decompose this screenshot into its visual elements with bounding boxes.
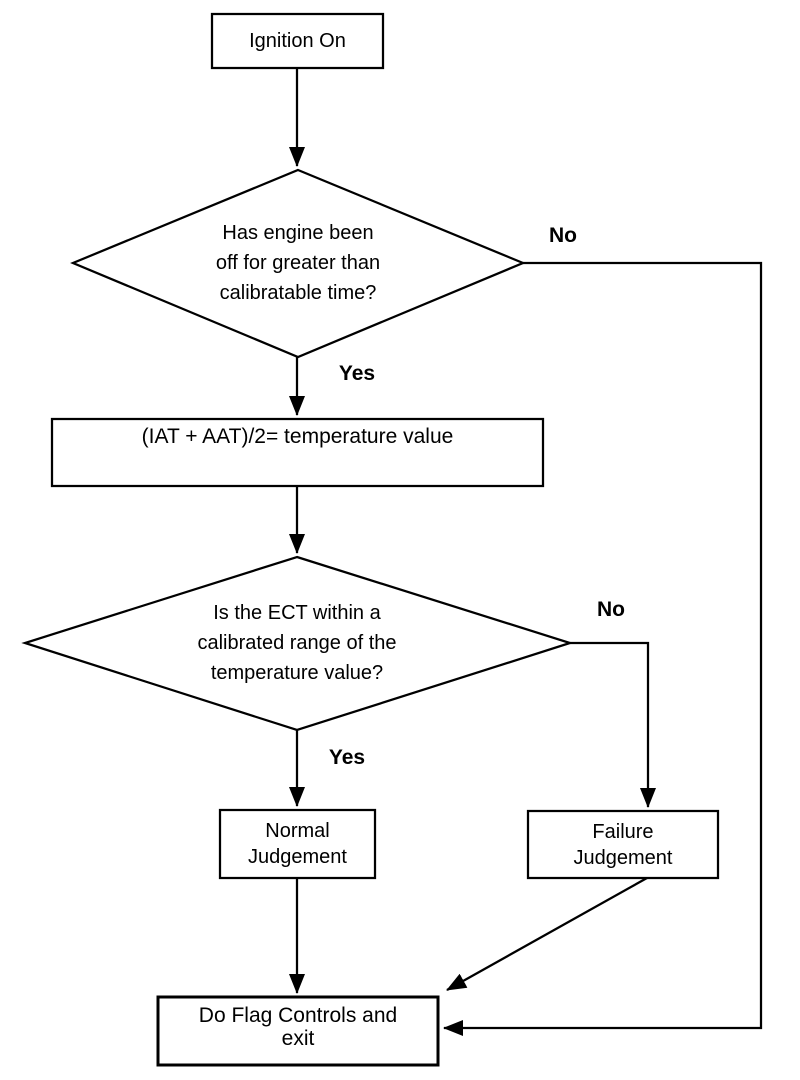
- node-label-flag-controls: Do Flag Controls and exit: [198, 1004, 398, 1050]
- node-label-temperature-formula: (IAT + AAT)/2= temperature value: [141, 425, 454, 448]
- node-label-normal-judgement: Normal Judgement: [248, 820, 347, 868]
- arrow-engine-off-no-to-flag-controls: [443, 261, 763, 1036]
- node-shape-engine-off-decision: [70, 168, 526, 359]
- node-shape-normal-judgement: [218, 808, 377, 880]
- node-shape-ignition-on: [210, 12, 385, 70]
- node-label-engine-off-decision: Has engine been off for greater than cal…: [215, 222, 381, 304]
- edge-label-ect-range-no: No: [597, 598, 625, 621]
- edge-label-engine-off-no: No: [549, 224, 577, 247]
- arrow-ect-no-to-failure-judgement: [570, 641, 656, 808]
- node-shape-flag-controls: [156, 995, 440, 1067]
- edge-label-engine-off-yes: Yes: [338, 362, 376, 385]
- node-label-ignition-on: Ignition On: [249, 30, 346, 52]
- node-shape-failure-judgement: [526, 809, 720, 880]
- node-shape-temperature-formula: [50, 417, 545, 488]
- arrow-failure-judgement-to-flag-controls: [446, 877, 648, 991]
- node-shape-ect-range-decision: [21, 555, 574, 732]
- edge-label-ect-range-yes: Yes: [328, 746, 366, 769]
- node-label-ect-range-decision: Is the ECT within a calibrated range of …: [197, 602, 397, 684]
- node-label-failure-judgement: Failure Judgement: [573, 820, 673, 869]
